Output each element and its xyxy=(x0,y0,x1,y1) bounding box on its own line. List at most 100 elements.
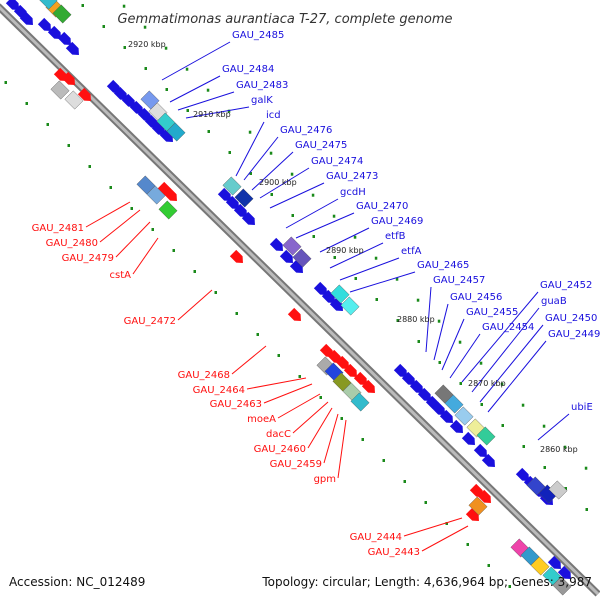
gene-label: GAU_2485 xyxy=(232,30,284,41)
gene-box xyxy=(50,80,70,100)
guide-dot xyxy=(585,508,588,511)
guide-dot xyxy=(479,361,483,365)
gene-box xyxy=(548,480,568,500)
tick-label: 2870 kbp xyxy=(468,379,506,388)
gene-label: GAU_2473 xyxy=(326,171,378,182)
gene-arrow xyxy=(547,555,561,569)
leader-line xyxy=(323,413,339,464)
guide-dot xyxy=(403,480,406,483)
gene-arrow xyxy=(449,419,463,433)
gene-arrow xyxy=(279,249,293,263)
gene-label: GAU_2474 xyxy=(311,156,363,167)
gene-box xyxy=(350,392,370,412)
gene-label: GAU_2465 xyxy=(417,260,469,271)
gene-arrow xyxy=(159,128,173,142)
guide-dot xyxy=(270,193,273,196)
gene-box xyxy=(476,426,496,446)
gene-box xyxy=(340,296,360,316)
guide-dot xyxy=(584,466,588,470)
gene-label: GAU_2455 xyxy=(466,307,518,318)
gene-arrow xyxy=(329,297,343,311)
gene-label: GAU_2463 xyxy=(210,399,262,410)
gene-label: icd xyxy=(266,110,281,121)
leader-line xyxy=(115,221,151,258)
guide-dot xyxy=(235,312,238,315)
gene-arrow xyxy=(557,565,571,579)
gene-box xyxy=(330,284,350,304)
gene-label: GAU_2484 xyxy=(222,64,274,75)
gene-box xyxy=(282,236,302,256)
genome-title: Gemmatimonas aurantiaca T-27, complete g… xyxy=(117,12,452,27)
gene-arrow xyxy=(401,371,415,385)
gene-label: GAU_2449 xyxy=(548,329,600,340)
leader-line xyxy=(246,377,307,390)
tick-label: 2890 kbp xyxy=(326,246,364,255)
leader-line xyxy=(243,136,279,181)
leader-line xyxy=(177,91,235,111)
leader-line xyxy=(251,151,294,191)
gene-label: GAU_2454 xyxy=(482,322,534,333)
topology-label: Topology: circular; Length: 4,636,964 bp… xyxy=(261,575,592,589)
gene-label: GAU_2452 xyxy=(540,280,592,291)
guide-dot xyxy=(564,487,567,490)
guide-dot xyxy=(501,424,504,427)
gene-arrow xyxy=(217,187,231,201)
leader-line xyxy=(269,182,325,209)
guide-dot xyxy=(395,277,399,281)
gene-label: gcdH xyxy=(340,187,366,198)
gene-arrow xyxy=(129,100,143,114)
guide-dot xyxy=(228,151,231,154)
guide-dot xyxy=(164,46,168,50)
gene-box xyxy=(158,200,178,220)
gene-label: GAU_2450 xyxy=(545,313,597,324)
tick-label: 2860 kbp xyxy=(540,445,578,454)
leader-line xyxy=(537,413,570,441)
gene-arrow xyxy=(393,363,407,377)
leader-line xyxy=(339,257,400,281)
gene-arrow xyxy=(163,187,177,201)
leader-line xyxy=(307,407,333,449)
gene-box xyxy=(166,122,186,142)
gene-arrow xyxy=(327,349,341,363)
gene-label: GAU_2472 xyxy=(124,316,176,327)
gene-arrow xyxy=(461,431,475,445)
leader-line xyxy=(263,383,313,404)
guide-dot xyxy=(542,424,546,428)
gene-box xyxy=(38,0,58,10)
gene-label: moeA xyxy=(247,414,276,425)
guide-dot xyxy=(522,445,525,448)
gene-arrow xyxy=(269,237,283,251)
leader-line xyxy=(295,212,355,239)
gene-label: GAU_2479 xyxy=(62,253,114,264)
leader-line xyxy=(161,41,231,81)
guide-dot xyxy=(81,4,84,7)
gene-label: GAU_2475 xyxy=(295,140,347,151)
gene-arrow xyxy=(65,41,79,55)
guide-dot xyxy=(193,270,196,273)
guide-dot xyxy=(143,25,147,29)
leader-line xyxy=(479,324,544,403)
gene-arrow xyxy=(465,507,479,521)
gene-box xyxy=(530,556,550,576)
accession-label: Accession: NC_012489 xyxy=(9,575,145,589)
guide-dot xyxy=(130,207,133,210)
gene-box xyxy=(52,4,72,24)
gene-box xyxy=(234,188,254,208)
guide-dot xyxy=(4,81,7,84)
guide-dot xyxy=(185,67,189,71)
guide-dot xyxy=(375,298,378,301)
guide-dot xyxy=(206,88,210,92)
guide-dot xyxy=(563,445,567,449)
tick-label: 2900 kbp xyxy=(259,178,297,187)
gene-arrow xyxy=(473,443,487,457)
gene-arrow xyxy=(289,259,303,273)
guide-dot xyxy=(416,298,420,302)
gene-box xyxy=(146,185,166,205)
gene-label: GAU_2460 xyxy=(254,444,306,455)
guide-dot xyxy=(445,522,448,525)
dotted-guide-lines xyxy=(4,4,588,588)
gene-arrow xyxy=(417,387,431,401)
guide-dot xyxy=(361,438,364,441)
gene-arrow xyxy=(57,31,71,45)
